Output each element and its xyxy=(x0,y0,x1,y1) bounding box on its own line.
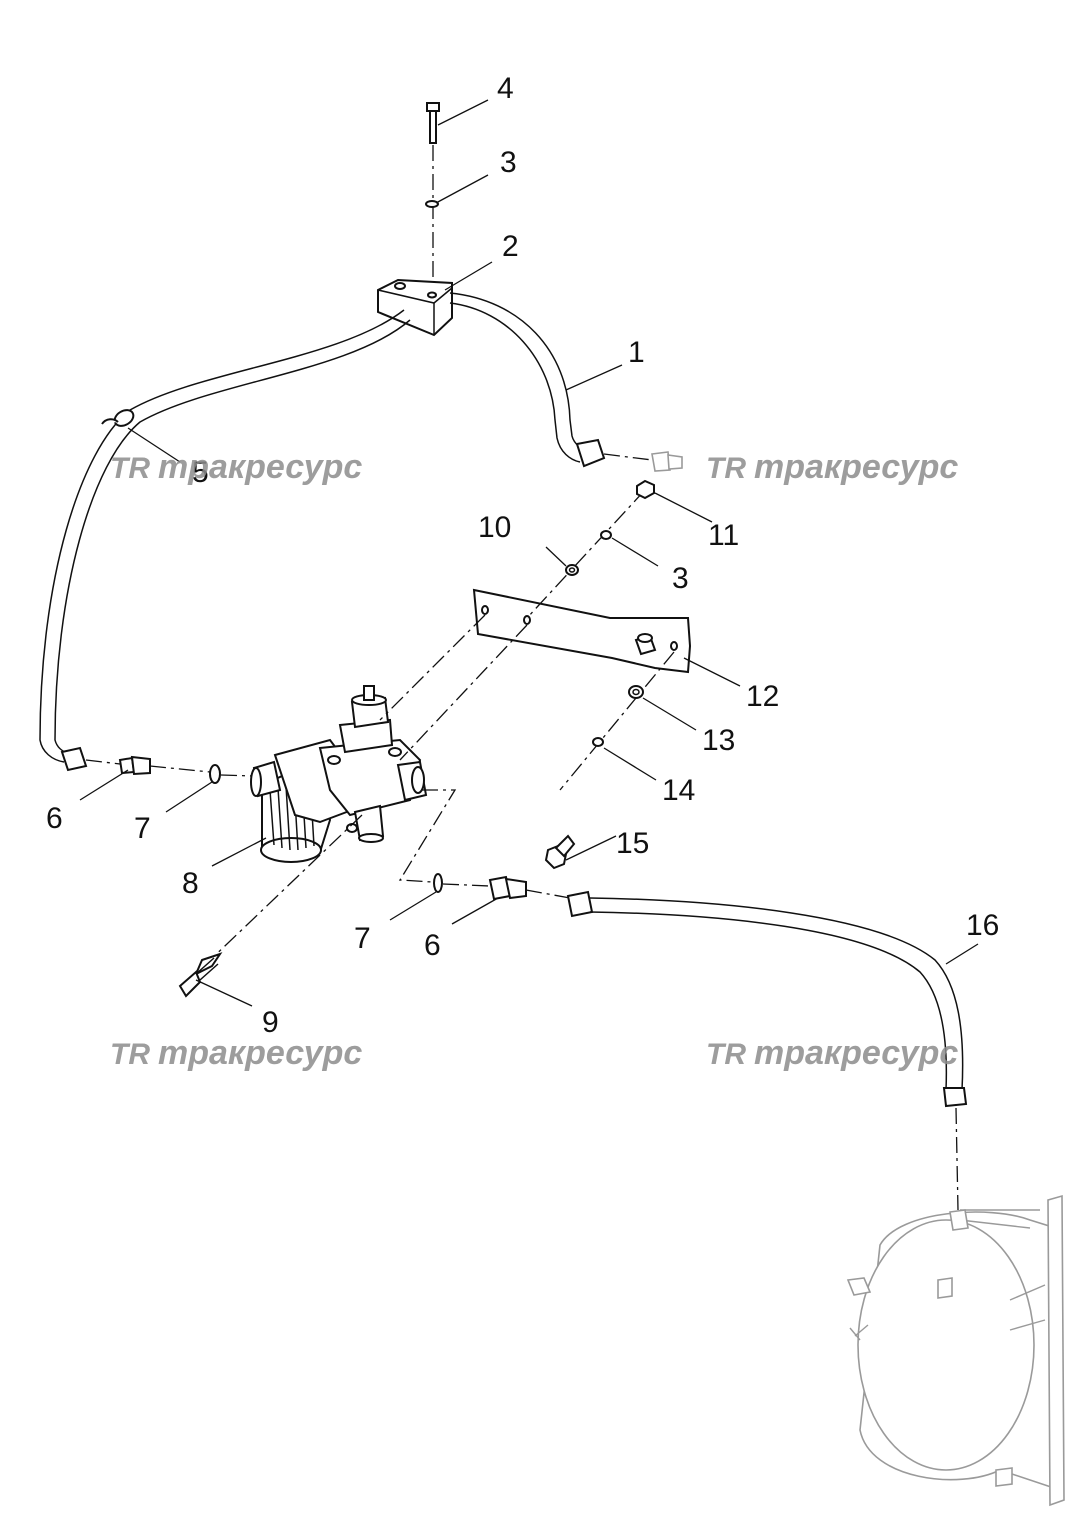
watermark-bottom-right: TR тракресурс xyxy=(706,1034,958,1072)
callout-10: 10 xyxy=(478,511,511,544)
callout-labels: 4 3 2 1 5 10 11 3 12 13 14 15 6 7 8 7 6 … xyxy=(46,72,999,1039)
washer-part-3-mid xyxy=(600,530,612,540)
bolt-part-9 xyxy=(178,952,223,998)
axis-line-left-2 xyxy=(149,765,211,773)
callout-1: 1 xyxy=(628,336,645,369)
washer-part-10 xyxy=(565,564,579,576)
axis-line-tank xyxy=(955,1107,959,1211)
watermark-top-right: TR тракресурс xyxy=(706,448,958,486)
washer-part-3-top xyxy=(425,200,439,208)
callout-9: 9 xyxy=(262,1006,279,1039)
fitting-adapter-part-1 xyxy=(651,451,683,472)
watermark-top-left: TR тракресурс xyxy=(110,448,362,486)
axis-line-left-3 xyxy=(220,774,255,777)
axis-line-right-jog xyxy=(398,789,457,883)
watermark-logo: TR xyxy=(706,1038,746,1071)
callout-16: 16 xyxy=(966,909,999,942)
watermark-bottom-left: TR тракресурс xyxy=(110,1034,362,1072)
leader-lines xyxy=(79,99,979,1007)
callout-13: 13 xyxy=(702,724,735,757)
hose-part-1 xyxy=(449,292,606,468)
callout-7-right: 7 xyxy=(354,922,371,955)
callout-7-left: 7 xyxy=(134,812,151,845)
axis-line-right-3 xyxy=(525,889,571,899)
callout-3-top: 3 xyxy=(500,146,517,179)
fitting-part-6-left xyxy=(118,755,151,776)
callout-14: 14 xyxy=(662,774,695,807)
axis-line-top-fasteners xyxy=(526,489,646,619)
axis-line-bottom-fasteners xyxy=(559,651,675,791)
washer-part-14 xyxy=(592,737,604,747)
o-ring-part-7-left xyxy=(209,764,221,784)
axis-line-bracket-2 xyxy=(399,624,528,761)
watermark-text: тракресурс xyxy=(754,448,958,486)
hose-part-16 xyxy=(566,890,968,1108)
o-ring-part-7-right xyxy=(433,873,443,893)
watermark-text: тракресурс xyxy=(158,1034,362,1072)
bolt-part-15 xyxy=(544,834,576,870)
watermark-logo: TR xyxy=(110,1038,150,1071)
valve-assembly-part-8 xyxy=(250,685,428,863)
axis-line-right-2 xyxy=(442,883,491,887)
bracket-part-12 xyxy=(472,588,692,674)
callout-15: 15 xyxy=(616,827,649,860)
callout-8: 8 xyxy=(182,867,199,900)
callout-6-left: 6 xyxy=(46,802,63,835)
watermark-logo: TR xyxy=(110,452,150,485)
callout-3-mid: 3 xyxy=(672,562,689,595)
watermark-logo: TR xyxy=(706,452,746,485)
watermark-text: тракресурс xyxy=(754,1034,958,1072)
clamp-block-part-2 xyxy=(377,278,453,337)
axis-line-left xyxy=(85,759,121,765)
hose-part-5 xyxy=(39,309,411,772)
air-tank-ghost xyxy=(846,1194,1065,1507)
callout-2: 2 xyxy=(502,230,519,263)
watermark-text: тракресурс xyxy=(158,448,362,486)
callout-4: 4 xyxy=(497,72,514,105)
fitting-part-6-right xyxy=(488,875,527,901)
callout-6-right: 6 xyxy=(424,929,441,962)
washer-part-13 xyxy=(628,685,644,699)
callout-12: 12 xyxy=(746,680,779,713)
callout-11: 11 xyxy=(708,519,739,552)
bolt-part-4 xyxy=(426,102,440,144)
axis-line-fitting-1 xyxy=(603,453,653,461)
axis-line-bracket-1 xyxy=(379,614,486,721)
nut-part-11 xyxy=(636,479,655,500)
axis-line-bolt-9 xyxy=(204,814,363,966)
callout-5: 5 xyxy=(192,456,209,489)
